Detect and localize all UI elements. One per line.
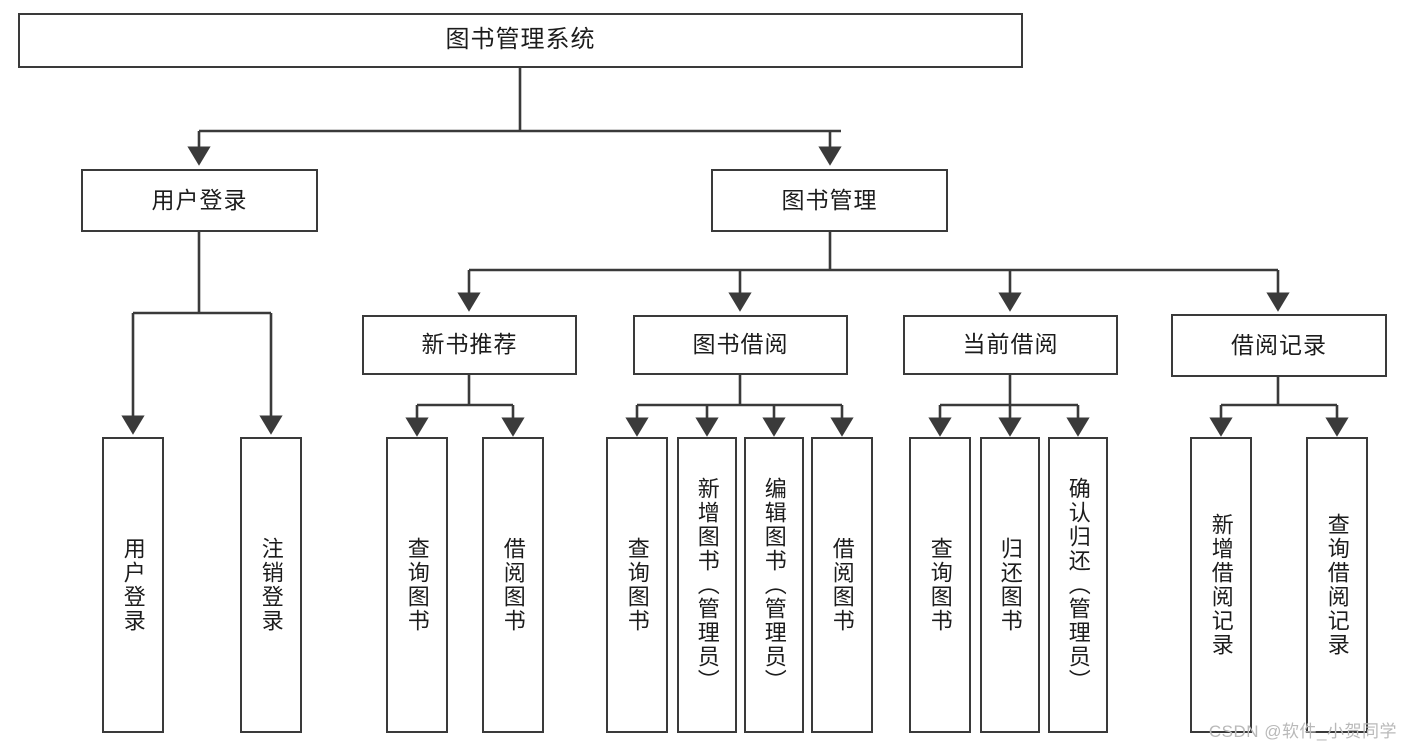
node-label: 查询借阅记录: [1324, 513, 1350, 657]
node-label: 图书借阅: [692, 331, 789, 358]
node-label: 归还图书: [997, 537, 1023, 633]
leaf-record-add-borrow-record[interactable]: 新增借阅记录: [1190, 437, 1252, 733]
node-label: 图书管理: [781, 186, 878, 213]
node-label: 注销登录: [258, 537, 284, 633]
node-label: 新增借阅记录: [1208, 513, 1234, 657]
node-label: 新书推荐: [421, 331, 518, 358]
node-current-borrow[interactable]: 当前借阅: [903, 315, 1118, 375]
node-user-login[interactable]: 用户登录: [81, 169, 318, 232]
leaf-user-login[interactable]: 用户登录: [102, 437, 164, 733]
node-label: 新增图书（管理员）: [694, 477, 720, 693]
leaf-current-query-book[interactable]: 查询图书: [909, 437, 971, 733]
node-book-borrow[interactable]: 图书借阅: [633, 315, 848, 375]
leaf-recommend-query-book[interactable]: 查询图书: [386, 437, 448, 733]
node-label: 当前借阅: [962, 331, 1059, 358]
leaf-borrow-borrow-book[interactable]: 借阅图书: [811, 437, 873, 733]
node-label: 借阅记录: [1231, 331, 1327, 358]
node-new-book-recommend[interactable]: 新书推荐: [362, 315, 577, 375]
leaf-recommend-borrow-book[interactable]: 借阅图书: [482, 437, 544, 733]
node-label: 编辑图书（管理员）: [761, 477, 787, 693]
leaf-current-confirm-return-admin[interactable]: 确认归还（管理员）: [1048, 437, 1108, 733]
node-label: 查询图书: [404, 537, 430, 633]
leaf-borrow-query-book[interactable]: 查询图书: [606, 437, 668, 733]
node-label: 图书管理系统: [445, 26, 596, 54]
node-root-system[interactable]: 图书管理系统: [18, 13, 1023, 68]
node-book-management[interactable]: 图书管理: [711, 169, 948, 232]
leaf-record-query-borrow-record[interactable]: 查询借阅记录: [1306, 437, 1368, 733]
node-label: 用户登录: [120, 537, 146, 633]
leaf-borrow-edit-book-admin[interactable]: 编辑图书（管理员）: [744, 437, 804, 733]
node-label: 借阅图书: [829, 537, 855, 633]
node-label: 借阅图书: [500, 537, 526, 633]
leaf-current-return-book[interactable]: 归还图书: [980, 437, 1040, 733]
node-label: 查询图书: [624, 537, 650, 633]
node-label: 用户登录: [151, 186, 248, 213]
leaf-borrow-add-book-admin[interactable]: 新增图书（管理员）: [677, 437, 737, 733]
leaf-user-logout[interactable]: 注销登录: [240, 437, 302, 733]
node-label: 确认归还（管理员）: [1065, 477, 1091, 693]
node-label: 查询图书: [927, 537, 953, 633]
node-borrow-record[interactable]: 借阅记录: [1171, 314, 1387, 377]
